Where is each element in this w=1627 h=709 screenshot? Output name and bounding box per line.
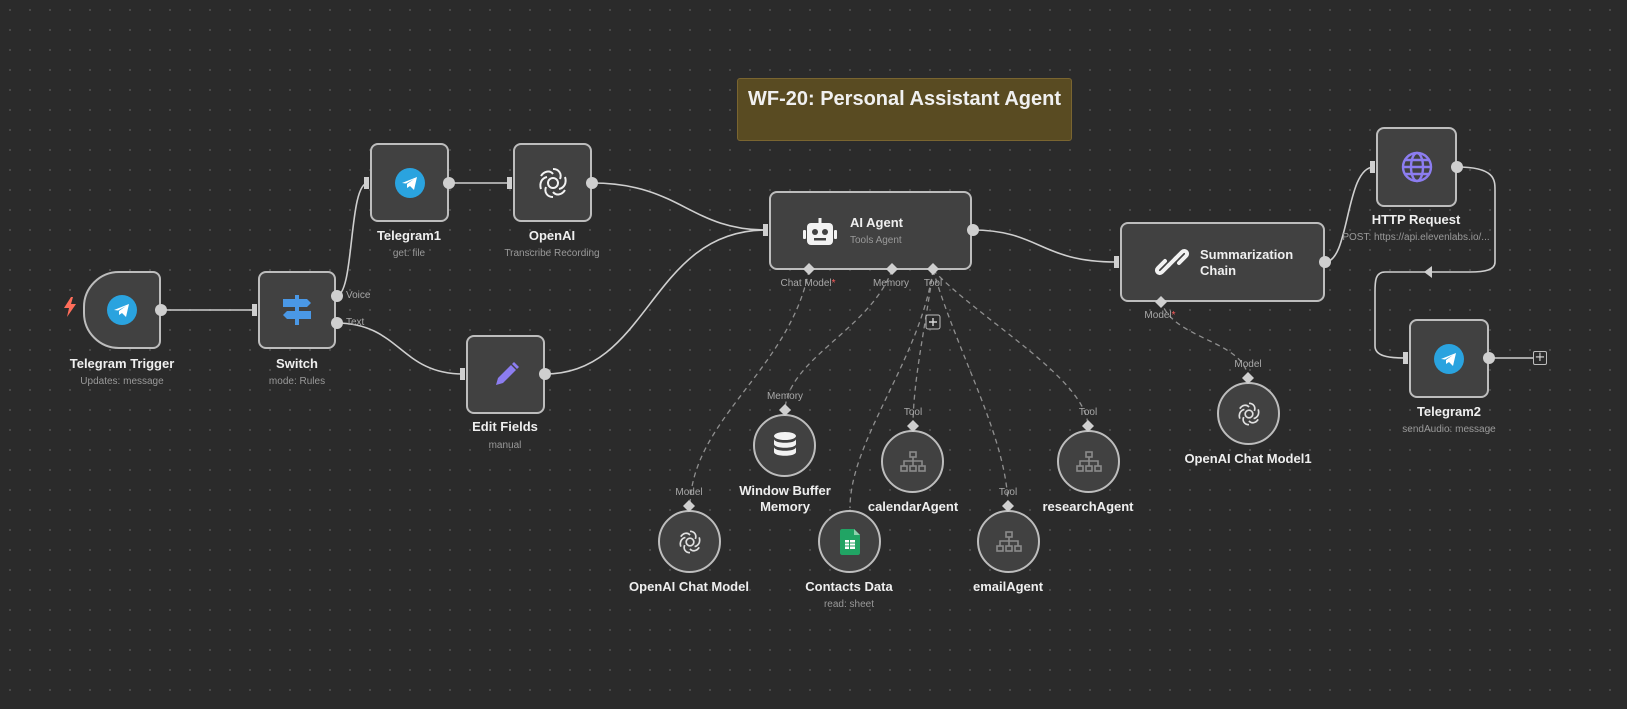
- telegram-trigger-label: Telegram Trigger: [69, 356, 175, 371]
- window-buffer-memory-node[interactable]: [753, 414, 816, 477]
- add-node-button[interactable]: +: [1533, 350, 1547, 365]
- connection-tool-research[interactable]: [932, 269, 1089, 428]
- lightning-icon: [64, 297, 76, 317]
- window-buffer-memory-label-line2: Memory: [760, 499, 810, 514]
- robot-icon: [803, 218, 837, 245]
- ai-agent-label: AI Agent: [850, 215, 903, 230]
- required-marker: *: [1171, 310, 1176, 321]
- link-icon: [1154, 248, 1190, 276]
- signpost-icon: [283, 295, 311, 325]
- email-agent-label: emailAgent: [972, 579, 1044, 594]
- connection-model-summarization[interactable]: [1160, 299, 1249, 381]
- edit-fields-label: Edit Fields: [472, 419, 538, 434]
- ai-agent-subtitle: Tools Agent: [850, 235, 902, 246]
- google-sheets-icon: [839, 528, 860, 555]
- summarization-chain-node[interactable]: Summarization Chain: [1120, 222, 1325, 302]
- openai-chat-model1-node[interactable]: [1217, 382, 1280, 445]
- telegram1-label: Telegram1: [376, 228, 442, 243]
- edit-fields-subtitle: manual: [488, 440, 522, 451]
- http-request-label: HTTP Request: [1371, 212, 1461, 227]
- telegram-trigger-subtitle: Updates: message: [80, 376, 164, 387]
- connection-tool-email[interactable]: [932, 269, 1009, 509]
- ai-agent-memory-port-label: Memory: [872, 278, 910, 289]
- connection-switch-editfields[interactable]: [335, 322, 464, 375]
- telegram2-subtitle: sendAudio: message: [1402, 424, 1496, 435]
- openai-chat-model1-port-label: Model: [1234, 359, 1262, 370]
- summarization-chain-label-line1: Summarization: [1200, 247, 1294, 262]
- connection-tool-calendar[interactable]: [912, 269, 934, 428]
- research-agent-port-label: Tool: [1078, 407, 1098, 418]
- globe-icon: [1401, 151, 1432, 183]
- chat-model-port-text: Chat Model: [780, 278, 832, 289]
- telegram1-node[interactable]: [370, 143, 449, 222]
- switch-node[interactable]: [258, 271, 336, 349]
- switch-output-voice-label: Voice: [346, 290, 371, 301]
- openai-node[interactable]: [513, 143, 592, 222]
- ai-agent-tool-port-label: Tool: [923, 278, 943, 289]
- connection-openai-agent[interactable]: [591, 182, 767, 231]
- http-request-subtitle: POST: https://api.elevenlabs.io/...: [1342, 232, 1490, 243]
- http-request-node[interactable]: [1376, 127, 1457, 207]
- ai-agent-chat-model-port-label: Chat Model*: [780, 278, 835, 289]
- switch-output-text-label: Text: [346, 317, 365, 328]
- connection-editfields-agent[interactable]: [544, 229, 767, 375]
- research-agent-label: researchAgent: [1042, 499, 1134, 514]
- research-agent-node[interactable]: [1057, 430, 1120, 493]
- sticky-note[interactable]: WF-20: Personal Assistant Agent: [737, 78, 1072, 141]
- connection-memory-agent[interactable]: [784, 269, 893, 413]
- openai-chat-model-node[interactable]: [658, 510, 721, 573]
- openai-icon: [679, 529, 700, 554]
- switch-subtitle: mode: Rules: [268, 376, 326, 387]
- openai-chat-model-label: OpenAI Chat Model: [629, 579, 749, 594]
- telegram2-label: Telegram2: [1416, 404, 1482, 419]
- telegram1-subtitle: get: file: [392, 248, 426, 259]
- sitemap-icon: [899, 450, 926, 472]
- summarization-model-port-label: Model*: [1144, 310, 1175, 321]
- calendar-agent-label: calendarAgent: [867, 499, 959, 514]
- connection-switch-telegram1[interactable]: [335, 182, 369, 297]
- email-agent-node[interactable]: [977, 510, 1040, 573]
- openai-icon: [538, 167, 567, 198]
- openai-label: OpenAI: [528, 228, 576, 243]
- contacts-data-subtitle: read: sheet: [823, 599, 875, 610]
- sticky-note-title: WF-20: Personal Assistant Agent: [748, 88, 1062, 110]
- window-buffer-memory-label-line1: Window Buffer: [739, 483, 831, 498]
- telegram-icon: [1434, 343, 1464, 374]
- openai-chat-model1-label: OpenAI Chat Model1: [1184, 451, 1312, 466]
- openai-subtitle: Transcribe Recording: [504, 248, 600, 259]
- email-agent-port-label: Tool: [998, 487, 1018, 498]
- contacts-data-label: Contacts Data: [805, 579, 893, 594]
- calendar-agent-node[interactable]: [881, 430, 944, 493]
- openai-icon: [1238, 401, 1259, 426]
- switch-label: Switch: [276, 356, 318, 371]
- telegram-icon: [107, 295, 137, 325]
- telegram-trigger-node[interactable]: [83, 271, 161, 349]
- contacts-data-node[interactable]: [818, 510, 881, 573]
- calendar-agent-port-label: Tool: [903, 407, 923, 418]
- openai-chat-model-port-label: Model: [675, 487, 703, 498]
- pencil-icon: [495, 361, 519, 385]
- database-icon: [773, 431, 796, 456]
- required-marker: *: [831, 278, 836, 289]
- ai-agent-node[interactable]: AI Agent Tools Agent: [769, 191, 972, 270]
- telegram-icon: [394, 167, 425, 198]
- summarization-chain-label-line2: Chain: [1200, 263, 1237, 278]
- connection-chatmodel-agent[interactable]: [689, 269, 810, 509]
- edit-fields-node[interactable]: [466, 335, 545, 414]
- window-buffer-memory-port-label: Memory: [766, 391, 804, 402]
- sitemap-icon: [1075, 450, 1102, 472]
- connection-summarization-http[interactable]: [1324, 166, 1375, 263]
- connection-tool-contacts[interactable]: [849, 269, 934, 509]
- sitemap-icon: [995, 530, 1022, 552]
- direction-arrow: [1424, 266, 1432, 278]
- connection-agent-summarization[interactable]: [971, 229, 1117, 263]
- telegram2-node[interactable]: [1409, 319, 1489, 398]
- model-port-text: Model: [1144, 310, 1172, 321]
